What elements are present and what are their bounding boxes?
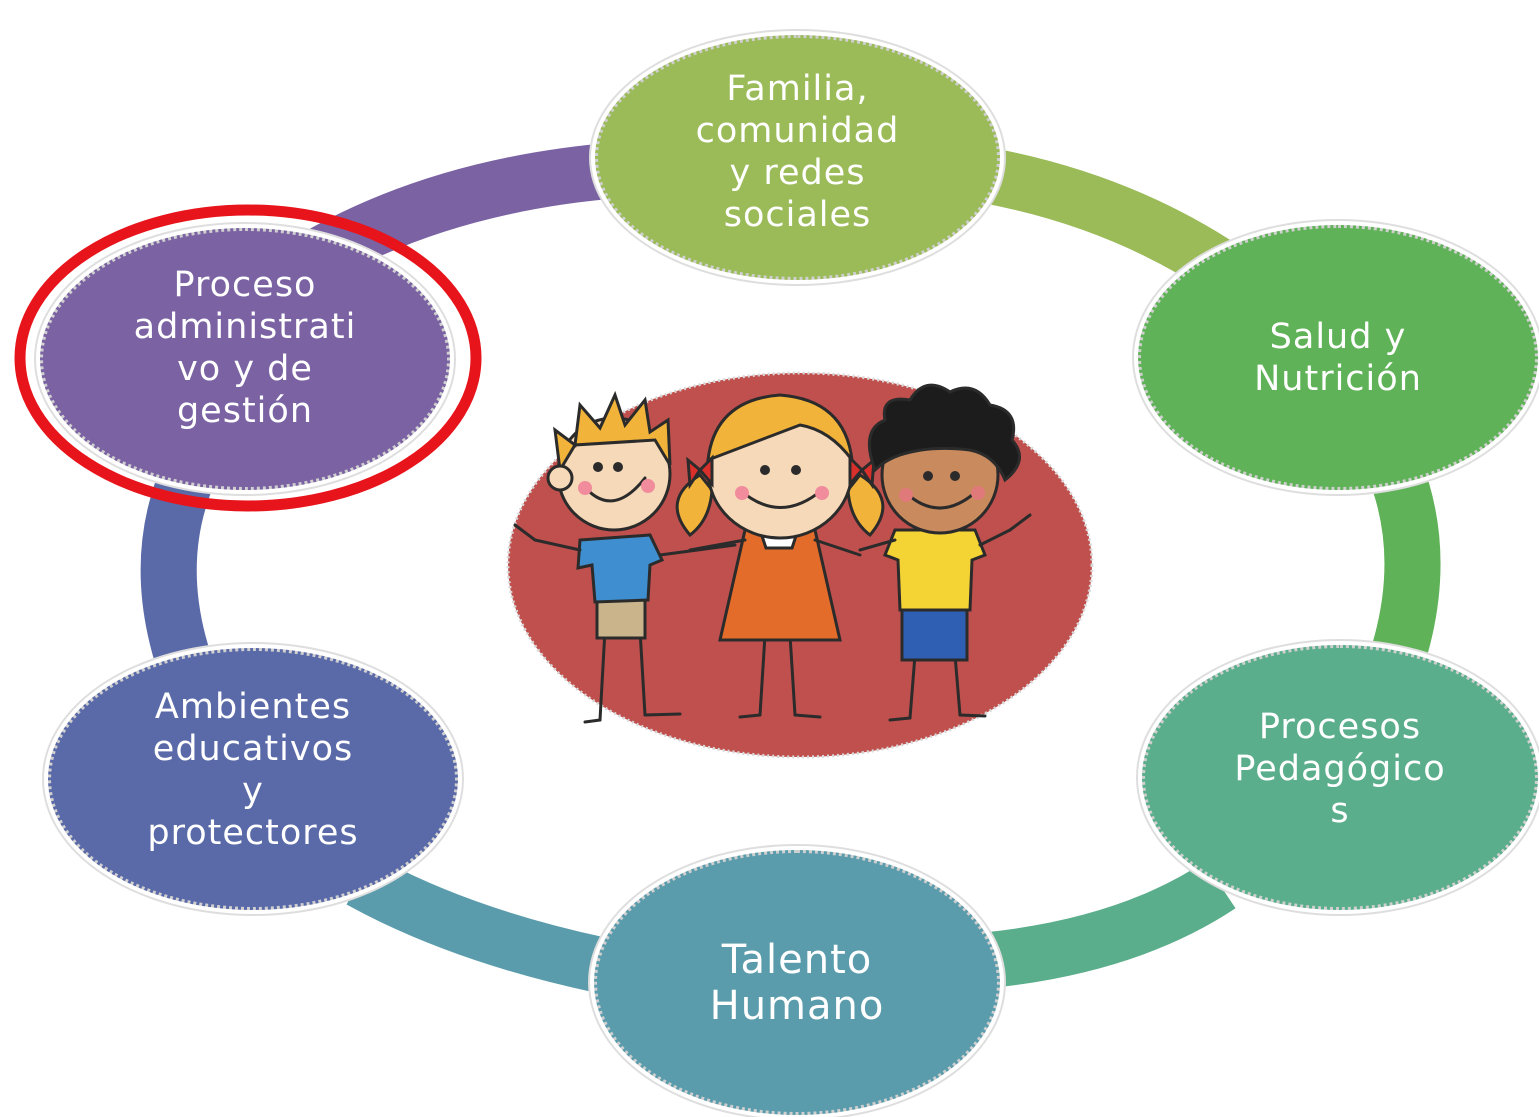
node-label-proceso: Proceso administrati vo y de gestión [133,265,357,431]
node-familia-comunidad: Familia, comunidad y redes sociales [595,35,1000,280]
ring-segment-talento-ambientes [346,855,606,993]
child-middle-figure [675,393,885,719]
node-label-familia: Familia, comunidad y redes sociales [695,68,900,235]
child-right-figure [858,383,1032,722]
ring-segment-familia-salud [979,147,1241,294]
node-talento-humano: Talento Humano [594,850,1000,1115]
node-label-salud: Salud y Nutrición [1254,316,1422,399]
node-ambientes-educativos: Ambientes educativos y protectores [48,648,458,910]
node-procesos-pedagogicos: Procesos Pedagógico s [1142,645,1538,910]
node-label-ambientes: Ambientes educativos y protectores [147,687,359,853]
ring-segment-salud-procesos [1368,459,1441,674]
node-label-talento: Talento Humano [709,936,885,1029]
child-left-figure [513,390,737,724]
ring-segment-ambientes-proceso [140,458,216,674]
node-label-procesos: Procesos Pedagógico s [1234,706,1446,831]
ring-segment-procesos-talento [986,861,1236,988]
children-illustration-icon [506,371,1094,759]
node-salud-nutricion: Salud y Nutrición [1138,225,1538,490]
node-proceso-administrativo: Proceso administrati vo y de gestión [40,228,450,490]
